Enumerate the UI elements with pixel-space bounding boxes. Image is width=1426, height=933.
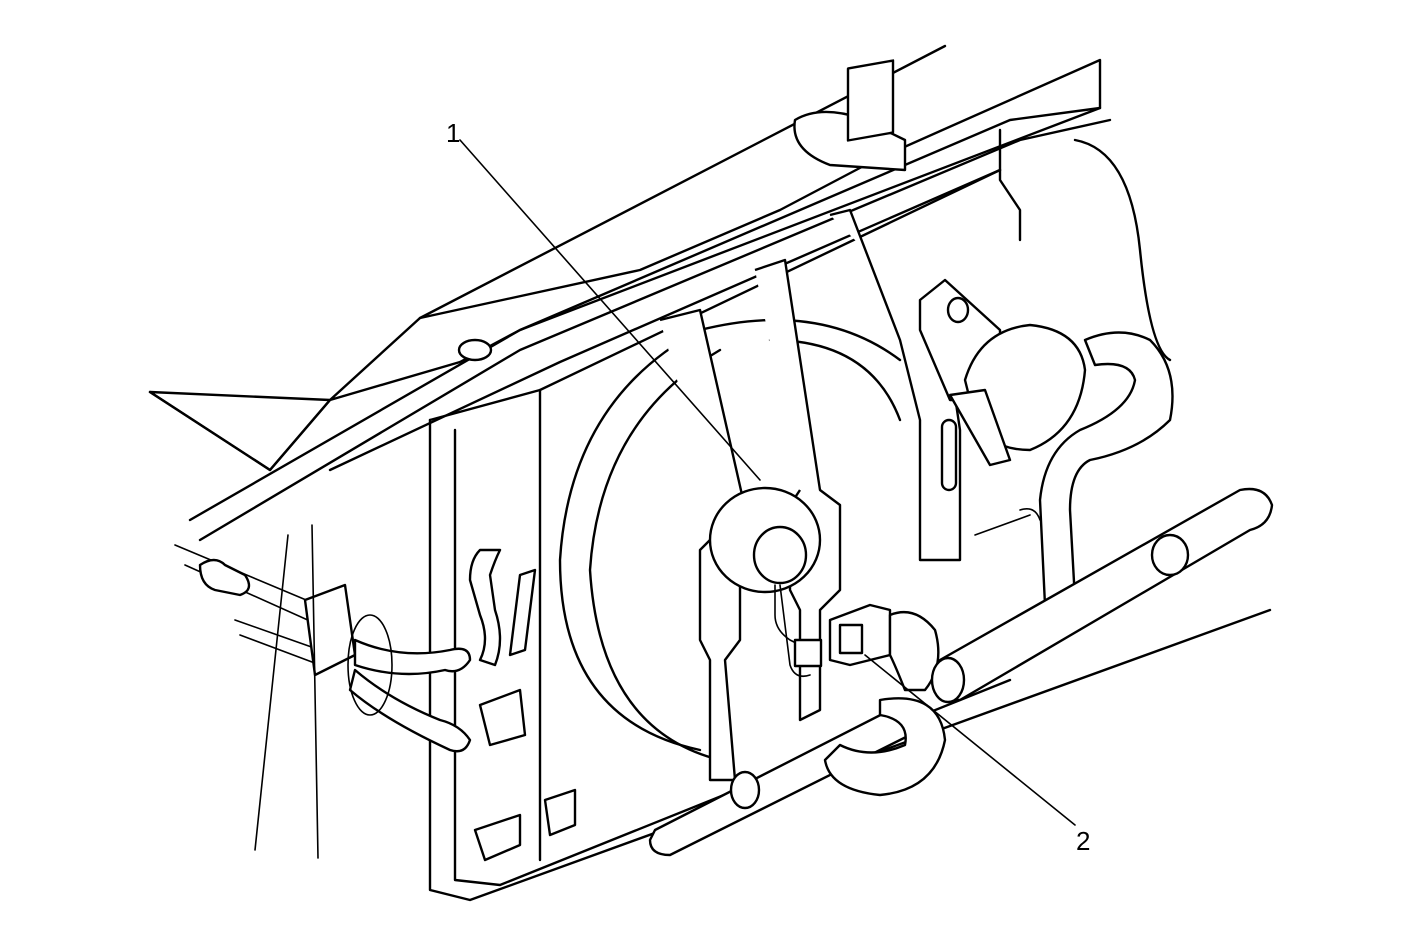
callout-2: 2 — [1076, 826, 1091, 856]
side-bracket — [829, 59, 1087, 562]
leader-lines — [254, 139, 1076, 859]
leader-line-2 — [864, 654, 1076, 826]
fan-connector — [828, 603, 940, 692]
leader-line-1 — [459, 139, 761, 481]
callout-1: 1 — [446, 118, 461, 148]
left-hoses — [174, 544, 577, 862]
wire-harness — [648, 138, 1274, 857]
upper-radiator-support — [148, 44, 1112, 542]
fan-motor — [708, 486, 823, 678]
